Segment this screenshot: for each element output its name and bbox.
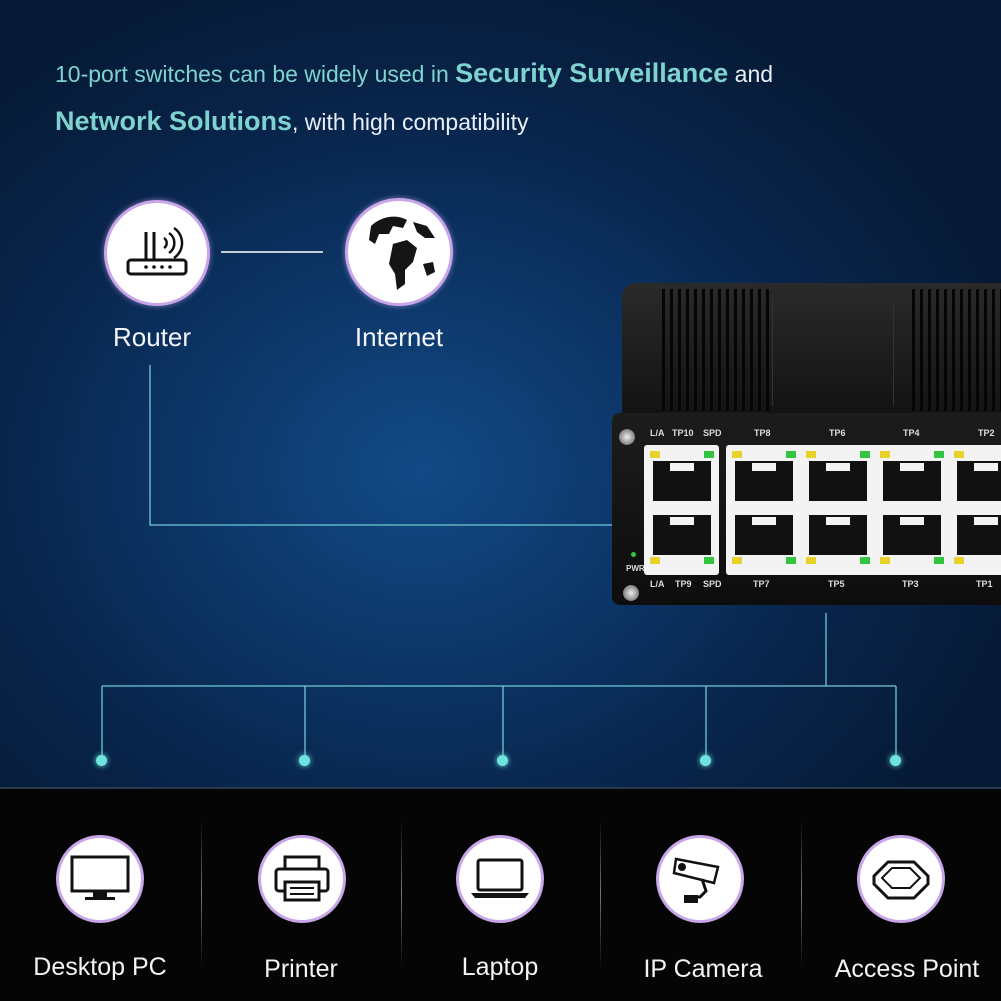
screw bbox=[619, 429, 635, 445]
port-label-tp9: TP9 bbox=[675, 579, 692, 589]
led-la bbox=[954, 451, 964, 458]
led-la bbox=[650, 557, 660, 564]
headline-highlight: Network Solutions bbox=[55, 106, 293, 136]
desktop-pc-node bbox=[56, 835, 144, 923]
rj45-port-tp3 bbox=[883, 515, 941, 555]
device-bar: Desktop PC Printer Laptop bbox=[0, 787, 1001, 1001]
globe-icon bbox=[353, 206, 445, 298]
connector-dot bbox=[299, 755, 310, 766]
headline-line-2: Network Solutions, with high compatibili… bbox=[55, 106, 529, 137]
access-point-icon bbox=[872, 860, 930, 900]
led-la bbox=[732, 451, 742, 458]
connector-dot bbox=[700, 755, 711, 766]
port-label-tp5: TP5 bbox=[828, 579, 845, 589]
desktop-pc-label: Desktop PC bbox=[33, 953, 167, 981]
heat-fins-right bbox=[912, 289, 1001, 411]
connector-dot bbox=[497, 755, 508, 766]
led-spd bbox=[934, 451, 944, 458]
port-label-tp6: TP6 bbox=[829, 428, 846, 438]
headline-line-1: 10-port switches can be widely used in S… bbox=[55, 58, 773, 89]
led-spd bbox=[786, 451, 796, 458]
router-switch-line bbox=[149, 365, 618, 526]
port-label-tp10: TP10 bbox=[672, 428, 694, 438]
divider bbox=[201, 819, 202, 969]
screw bbox=[623, 585, 639, 601]
switch-front-panel: PWR L/A TP10 SPD TP8 TP6 TP4 TP2 bbox=[612, 413, 1001, 605]
rj45-port-tp7 bbox=[735, 515, 793, 555]
access-point-node bbox=[857, 835, 945, 923]
rj45-port-tp10 bbox=[653, 461, 711, 501]
led-spd bbox=[704, 557, 714, 564]
port-label-tp4: TP4 bbox=[903, 428, 920, 438]
led-spd bbox=[786, 557, 796, 564]
ip-camera-label: IP Camera bbox=[643, 955, 763, 983]
rj45-port-tp1 bbox=[957, 515, 1001, 555]
network-switch: PWR L/A TP10 SPD TP8 TP6 TP4 TP2 bbox=[612, 283, 1001, 605]
access-point-label: Access Point bbox=[834, 955, 980, 983]
led-spd bbox=[860, 557, 870, 564]
port-label-tp7: TP7 bbox=[753, 579, 770, 589]
headline-text: and bbox=[728, 61, 774, 87]
led-la bbox=[806, 451, 816, 458]
divider bbox=[401, 819, 402, 969]
pwr-label: PWR bbox=[626, 564, 645, 573]
divider bbox=[801, 819, 802, 969]
internet-label: Internet bbox=[354, 322, 444, 352]
headline-highlight: Security Surveillance bbox=[455, 58, 729, 88]
led-la bbox=[650, 451, 660, 458]
headline-text: 10-port switches can be widely used in bbox=[55, 61, 456, 87]
spd-label: SPD bbox=[703, 579, 722, 589]
led-spd bbox=[860, 451, 870, 458]
printer-node bbox=[258, 835, 346, 923]
router-icon bbox=[126, 226, 188, 276]
internet-node bbox=[345, 198, 453, 306]
heat-fins-left bbox=[662, 289, 769, 411]
la-label: L/A bbox=[650, 428, 665, 438]
port-label-tp8: TP8 bbox=[754, 428, 771, 438]
led-spd bbox=[934, 557, 944, 564]
rj45-port-tp6 bbox=[809, 461, 867, 501]
switch-top-panel bbox=[622, 283, 1001, 418]
switch-label-area bbox=[772, 301, 894, 406]
led-la bbox=[732, 557, 742, 564]
monitor-icon bbox=[70, 855, 130, 900]
la-label: L/A bbox=[650, 579, 665, 589]
laptop-node bbox=[456, 835, 544, 923]
rj45-port-tp5 bbox=[809, 515, 867, 555]
port-label-tp1: TP1 bbox=[976, 579, 993, 589]
divider bbox=[600, 819, 601, 969]
led-la bbox=[806, 557, 816, 564]
headline-text: , with high compatibility bbox=[292, 109, 529, 135]
connector-dot bbox=[96, 755, 107, 766]
led-spd bbox=[704, 451, 714, 458]
connector-dot bbox=[890, 755, 901, 766]
led-la bbox=[880, 557, 890, 564]
laptop-icon bbox=[471, 858, 529, 898]
rj45-port-tp2 bbox=[957, 461, 1001, 501]
spd-label: SPD bbox=[703, 428, 722, 438]
laptop-label: Laptop bbox=[461, 953, 539, 981]
rj45-port-tp9 bbox=[653, 515, 711, 555]
led-la bbox=[954, 557, 964, 564]
camera-icon bbox=[672, 857, 720, 903]
printer-label: Printer bbox=[264, 955, 338, 983]
port-label-tp2: TP2 bbox=[978, 428, 995, 438]
led-la bbox=[880, 451, 890, 458]
ip-camera-node bbox=[656, 835, 744, 923]
printer-icon bbox=[274, 855, 330, 902]
rj45-port-tp8 bbox=[735, 461, 793, 501]
rj45-port-tp4 bbox=[883, 461, 941, 501]
router-label: Router bbox=[112, 322, 192, 352]
port-label-tp3: TP3 bbox=[902, 579, 919, 589]
power-led bbox=[631, 552, 636, 557]
router-node bbox=[104, 200, 210, 306]
